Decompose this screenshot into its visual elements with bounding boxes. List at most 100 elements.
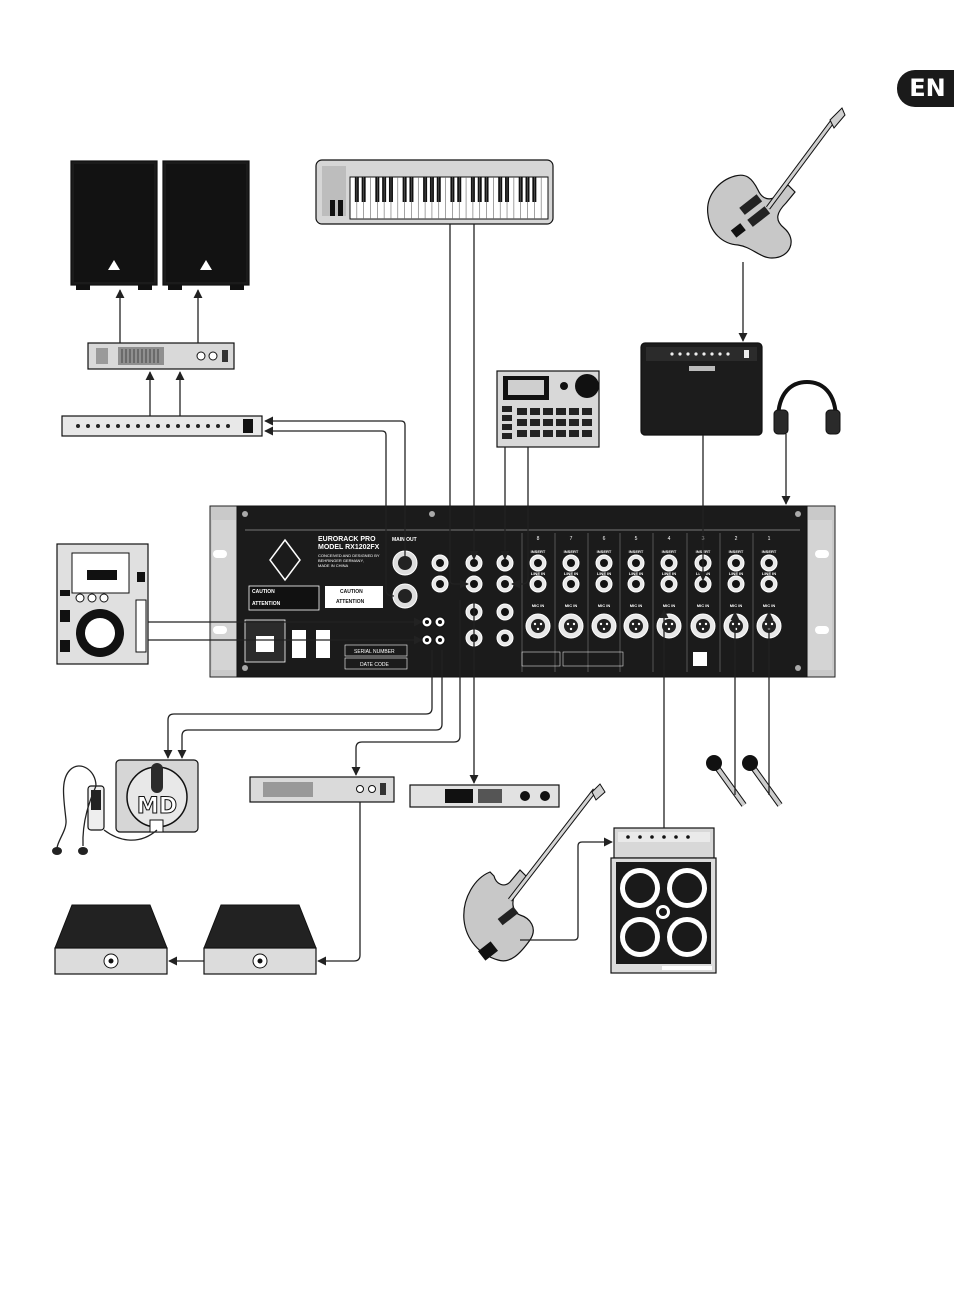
microphone-1: [706, 755, 747, 807]
drum-pad: [502, 433, 512, 439]
jack-hole: [665, 580, 673, 588]
xlr-pin: [572, 622, 576, 626]
jack-hole: [600, 580, 608, 588]
xlr-pin: [569, 627, 573, 631]
jack-hole: [765, 559, 773, 567]
mic-in-label: MIC IN: [598, 603, 611, 608]
drum-pad: [582, 408, 592, 415]
channel-number: 5: [635, 536, 638, 542]
xlr-pin: [764, 622, 768, 626]
xlr-inner: [597, 619, 611, 633]
drum-pad: [582, 419, 592, 426]
xlr-pin: [631, 622, 635, 626]
mic-in-label: MIC IN: [763, 603, 776, 608]
signal-cables: [115, 224, 791, 966]
rca-hole: [438, 620, 442, 624]
xlr-pin: [602, 627, 606, 631]
line-in-label: LINE IN: [662, 571, 676, 576]
xlr-pin: [731, 622, 735, 626]
jack-hole: [732, 580, 740, 588]
line-in-label: LINE IN: [629, 571, 643, 576]
drum-pad: [543, 430, 553, 437]
drum-pad: [517, 419, 527, 426]
product-line: EURORACK PRO: [318, 536, 376, 543]
drum-pad: [543, 419, 553, 426]
jack-hole: [765, 580, 773, 588]
drum-machine: [496, 370, 600, 448]
electric-guitar: [707, 107, 846, 259]
insert-label: INSERT: [597, 549, 612, 554]
floor-monitor-right: [203, 904, 317, 975]
jack-hole: [534, 580, 542, 588]
drum-pad: [543, 408, 553, 415]
drum-pad: [569, 408, 579, 415]
jack-hole: [567, 559, 575, 567]
caution-label-right: CAUTION: [340, 589, 363, 595]
stage-power-amp: [249, 776, 395, 803]
guitar-amplifier: [640, 342, 763, 436]
xlr-pin: [704, 622, 708, 626]
channel-number: 7: [570, 536, 573, 542]
jack-hole: [436, 559, 444, 567]
drum-pad: [582, 430, 592, 437]
xlr-inner: [564, 619, 578, 633]
compliance-box: [521, 651, 561, 667]
insert-label: INSERT: [762, 549, 777, 554]
line-in-label: LINE IN: [597, 571, 611, 576]
jack-hole: [632, 580, 640, 588]
attention-label-left: ATTENTION: [252, 601, 281, 607]
weee-icon: [693, 652, 707, 666]
origin-line-1: CONCEIVED AND DESIGNED BY: [318, 553, 380, 558]
drum-pad: [530, 419, 540, 426]
xlr-pin: [533, 622, 537, 626]
mic-in-label: MIC IN: [630, 603, 643, 608]
xlr-pin: [539, 622, 543, 626]
jack-hole: [699, 580, 707, 588]
xlr-pin: [701, 627, 705, 631]
channel-number: 1: [768, 536, 771, 542]
headphones: [773, 379, 841, 435]
mic-in-label: MIC IN: [565, 603, 578, 608]
portable-player-earphones: [52, 765, 158, 855]
jack-hole: [501, 559, 509, 567]
jack-hole: [534, 559, 542, 567]
drum-pad: [502, 415, 512, 421]
jack-hole: [436, 580, 444, 588]
line-in-label: LINE IN: [729, 571, 743, 576]
insert-label: INSERT: [531, 549, 546, 554]
line-in-label: LINE IN: [531, 571, 545, 576]
compliance-box: [562, 651, 624, 667]
md-logo-label: MD: [137, 794, 177, 819]
caution-label-left: CAUTION: [252, 589, 275, 595]
floor-monitor-left: [54, 904, 168, 975]
channel-number: 6: [603, 536, 606, 542]
mic-in-label: MIC IN: [532, 603, 545, 608]
drum-pad: [556, 430, 566, 437]
drum-pad: [517, 430, 527, 437]
drum-pad: [517, 408, 527, 415]
pa-speaker-left: [70, 160, 158, 290]
language-badge: EN: [897, 70, 954, 107]
xlr-pin: [664, 622, 668, 626]
attention-label-right: ATTENTION: [336, 599, 365, 605]
jack-hole: [567, 580, 575, 588]
xlr-pin: [566, 622, 570, 626]
jack-hole: [501, 634, 509, 642]
channel-number: 2: [735, 536, 738, 542]
cd-player: [56, 543, 149, 665]
insert-label: INSERT: [662, 549, 677, 554]
jack-hole: [470, 580, 478, 588]
midi-keyboard: [315, 159, 554, 225]
origin-line-3: MADE IN CHINA: [318, 563, 349, 568]
patchbay: [61, 415, 263, 437]
insert-label: INSERT: [729, 549, 744, 554]
xlr-pin: [637, 622, 641, 626]
drum-pad: [530, 430, 540, 437]
xlr-inner: [531, 619, 545, 633]
jack-hole: [501, 580, 509, 588]
mic-in-label: MIC IN: [730, 603, 743, 608]
bass-amp-stack: [610, 827, 717, 974]
jack-hole: [732, 559, 740, 567]
xlr-inner: [629, 619, 643, 633]
